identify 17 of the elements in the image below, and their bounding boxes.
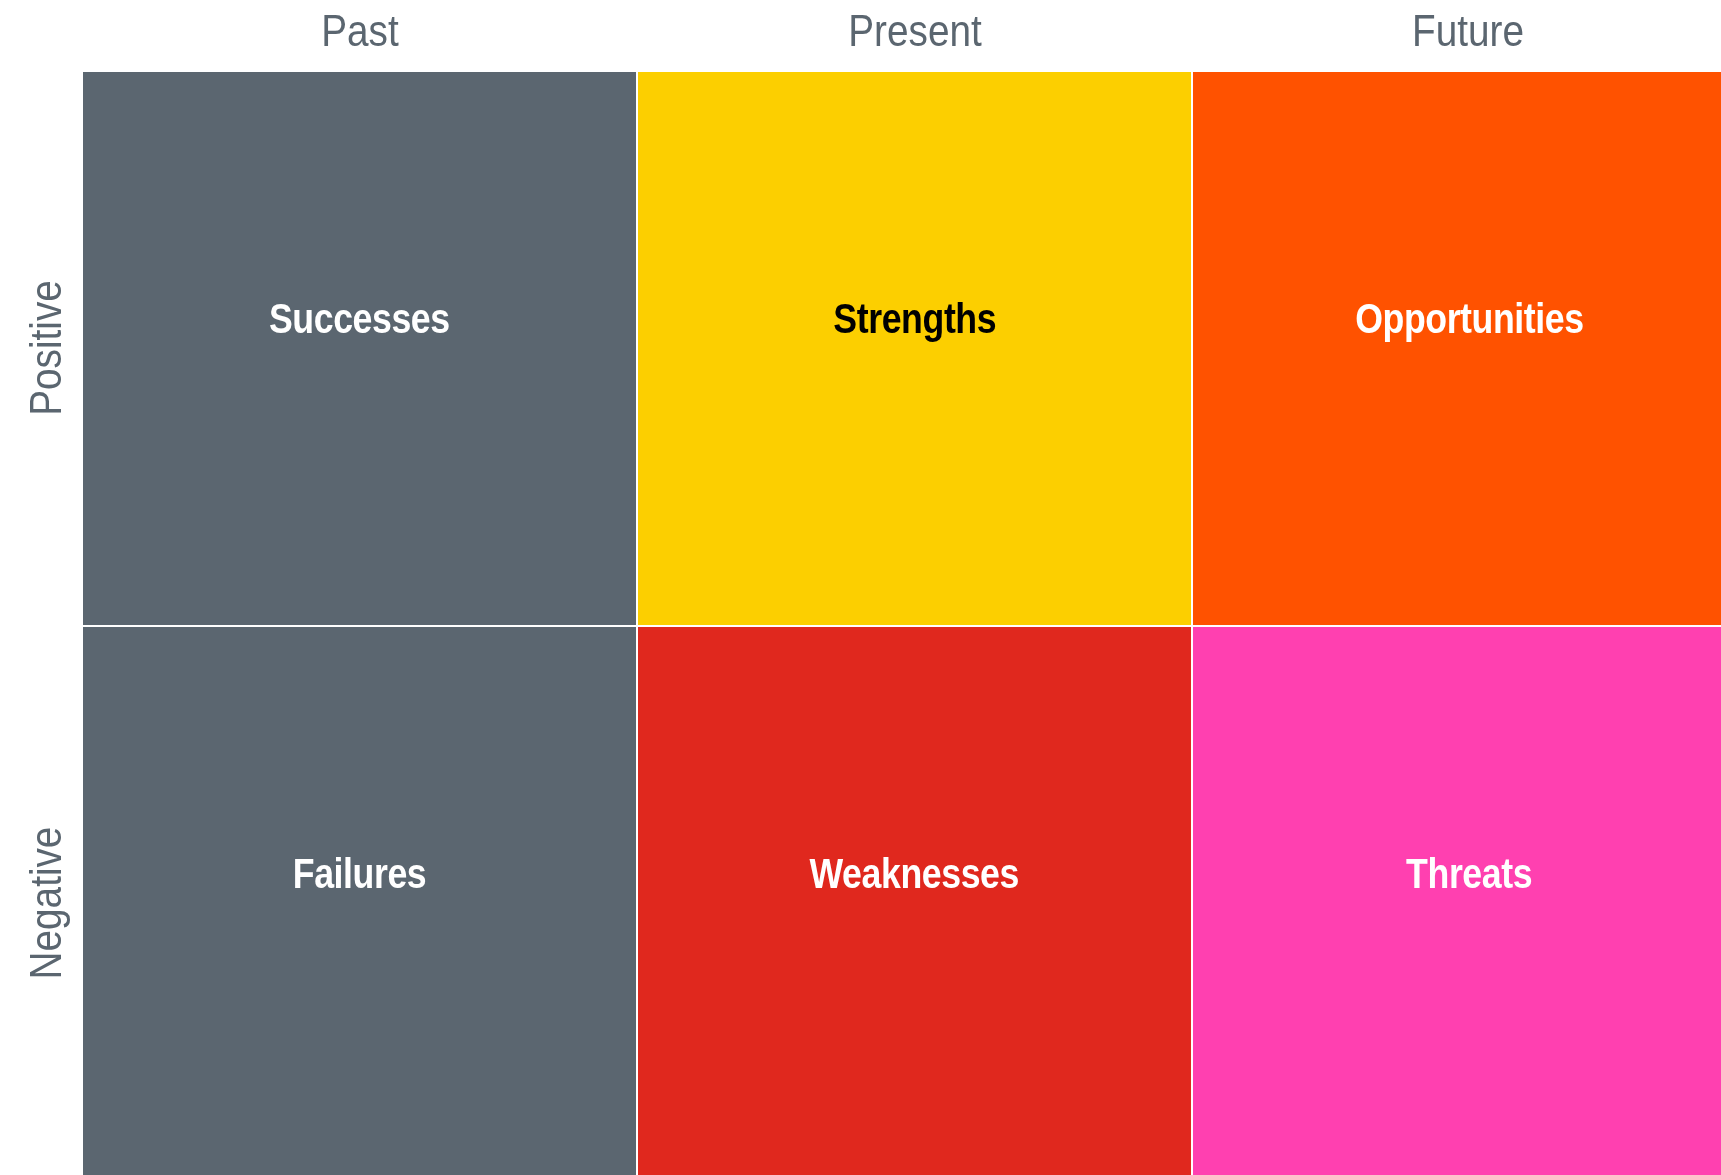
cell-label: Successes — [269, 294, 450, 343]
cell-label: Weaknesses — [809, 849, 1020, 898]
row-heading: Positive — [21, 280, 71, 416]
matrix-cell — [638, 627, 1191, 1175]
matrix-cell — [83, 72, 636, 625]
cell-label: Strengths — [833, 294, 996, 343]
column-heading: Present — [848, 6, 982, 56]
column-heading: Past — [321, 6, 399, 56]
matrix-cell — [1193, 72, 1721, 625]
cell-label: Failures — [292, 849, 427, 898]
cell-label: Opportunities — [1355, 294, 1584, 343]
column-heading: Future — [1412, 6, 1524, 56]
matrix-cell — [1193, 627, 1721, 1175]
cell-label: Threats — [1406, 849, 1533, 898]
matrix-cell — [638, 72, 1191, 625]
row-heading: Negative — [21, 826, 71, 980]
matrix-cell — [83, 627, 636, 1175]
